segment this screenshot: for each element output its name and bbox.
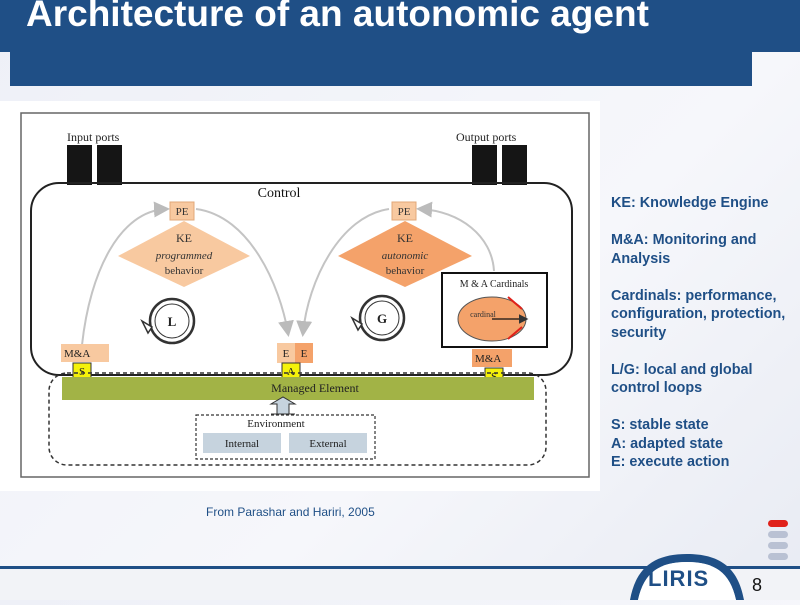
diagram-panel: Input ports Output ports Control PE KE p… xyxy=(0,101,600,491)
internal-box xyxy=(203,433,281,453)
title-bar xyxy=(0,0,800,52)
global-loop-icon xyxy=(358,294,406,342)
execute-label-2: E xyxy=(301,348,308,360)
pe-right-label: PE xyxy=(398,206,411,218)
execute-box-1 xyxy=(277,343,295,363)
managed-element-bar xyxy=(62,377,534,400)
liris-logo: LIRIS xyxy=(648,566,710,591)
ma-right-box xyxy=(472,349,512,367)
global-loop-inner xyxy=(364,300,400,336)
internal-label: Internal xyxy=(225,438,259,450)
cardinal-mark-bottom xyxy=(507,326,523,340)
title-bar-extension xyxy=(10,52,752,86)
execute-label-1: E xyxy=(283,348,290,360)
note-a: A: adapted state xyxy=(611,435,723,452)
ke-right-diamond xyxy=(338,221,472,287)
page-number: 8 xyxy=(752,575,763,595)
note-ke: KE: Knowledge Engine xyxy=(611,195,769,211)
ma-left-box xyxy=(61,344,109,362)
output-ports-label: Output ports xyxy=(456,130,517,144)
ke-right-behavior-1: autonomic xyxy=(382,250,429,262)
input-ports-label: Input ports xyxy=(67,130,120,144)
global-loop-label: G xyxy=(377,311,387,326)
slide-title: Architecture of an autonomic agent xyxy=(26,0,649,34)
note-lg: L/G: local and global control loops xyxy=(611,361,753,397)
note-ma: M&A: Monitoring and Analysis xyxy=(611,232,757,267)
ke-left-diamond xyxy=(118,221,250,287)
arc-pe-left-to-e xyxy=(195,208,294,337)
input-port xyxy=(67,145,92,185)
cardinals-title: M & A Cardinals xyxy=(460,279,529,290)
architecture-diagram: Input ports Output ports Control PE KE p… xyxy=(20,112,590,478)
control-label: Control xyxy=(258,186,301,201)
ke-right-behavior-2: behavior xyxy=(386,265,425,277)
footer-line xyxy=(0,566,800,569)
note-states: S: stable state A: adapted state E: exec… xyxy=(611,416,799,472)
note-s: S: stable state xyxy=(611,417,709,433)
output-port xyxy=(472,145,497,185)
arc-pe-right-to-e xyxy=(296,208,390,337)
state-s-left-label: S xyxy=(79,366,85,378)
output-port xyxy=(502,145,527,185)
environment-label: Environment xyxy=(247,418,304,430)
logo-arc-icon xyxy=(628,548,746,600)
local-loop-label: L xyxy=(168,314,177,329)
arc-cardinals-to-pe-right xyxy=(416,201,495,272)
ke-left-behavior-1: programmed xyxy=(155,250,213,262)
notes-panel: KE: Knowledge Engine M&A: Monitoring and… xyxy=(611,194,799,472)
control-box xyxy=(30,182,573,376)
local-loop-icon xyxy=(148,297,196,345)
pe-left xyxy=(169,201,195,221)
external-label: External xyxy=(309,438,346,450)
arc-ma-to-pe-left xyxy=(81,201,170,346)
external-box xyxy=(289,433,367,453)
state-a-label: A xyxy=(287,366,295,378)
ma-right-label: M&A xyxy=(475,353,501,365)
cardinal-label: cardinal xyxy=(470,310,497,319)
source-caption: From Parashar and Hariri, 2005 xyxy=(206,505,375,519)
ma-left-label: M&A xyxy=(64,348,90,360)
managed-element-label: Managed Element xyxy=(271,381,359,395)
pe-left-label: PE xyxy=(176,206,189,218)
stack-logo-icon xyxy=(766,518,790,562)
global-loop-arrowhead xyxy=(350,316,364,332)
local-loop-arrowhead xyxy=(140,319,154,335)
pe-right xyxy=(391,201,417,221)
ke-right-label: KE xyxy=(397,231,413,245)
ke-left-label: KE xyxy=(176,231,192,245)
note-e: E: execute action xyxy=(611,454,730,470)
cardinal-mark-top xyxy=(507,296,523,310)
execute-box-2 xyxy=(295,343,313,363)
local-loop-inner xyxy=(154,303,190,339)
ke-left-behavior-2: behavior xyxy=(165,265,204,277)
note-cardinals: Cardinals: performance, configuration, p… xyxy=(611,287,786,341)
input-port xyxy=(97,145,122,185)
environment-up-arrow xyxy=(269,396,297,415)
